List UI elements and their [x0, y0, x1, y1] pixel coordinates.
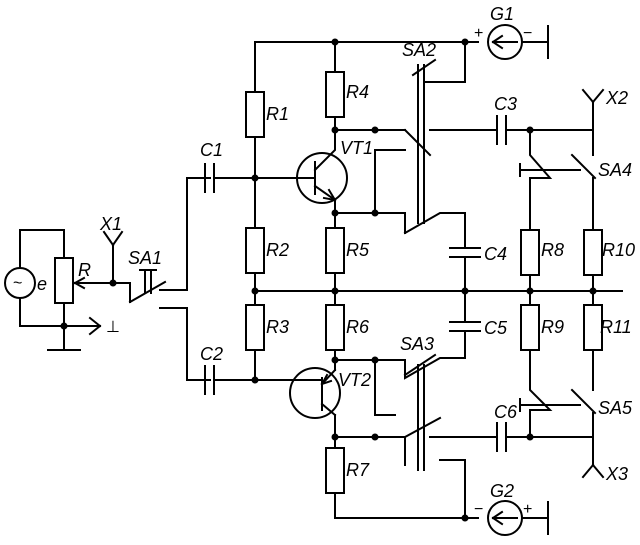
- c1-label: C1: [200, 140, 223, 160]
- ac-source-symbol: ~: [13, 275, 22, 292]
- switch-sa1: SA1: [128, 177, 211, 381]
- c6-label: C6: [494, 402, 518, 422]
- r6-label: R6: [346, 317, 370, 337]
- r10-label: R10: [602, 240, 635, 260]
- load-resistors-lower: R9 R11: [520, 290, 632, 351]
- top-rail: [254, 38, 479, 93]
- vt2-label: VT2: [338, 370, 371, 390]
- capacitor-c4: C4: [449, 241, 507, 292]
- sa3-label: SA3: [400, 334, 434, 354]
- capacitor-c1: C1: [200, 140, 256, 193]
- g2-minus: −: [474, 501, 483, 518]
- transistor-vt1: VT1: [254, 129, 373, 204]
- switch-sa4: SA4: [519, 129, 632, 231]
- middle-rail: [254, 287, 623, 295]
- r11-label: R11: [600, 317, 632, 337]
- battery-g2: G2 − +: [474, 481, 549, 536]
- bias-divider: R1 R2 R3: [245, 91, 289, 384]
- c2-label: C2: [200, 344, 223, 364]
- r-label: R: [78, 260, 91, 280]
- r3-label: R3: [266, 317, 289, 337]
- g2-label: G2: [490, 481, 514, 501]
- c5-label: C5: [484, 318, 508, 338]
- switch-sa5: SA5: [519, 349, 633, 438]
- switch-sa2: SA2: [334, 40, 498, 243]
- output-x2: X2: [581, 88, 628, 131]
- r7-label: R7: [346, 460, 370, 480]
- collector-emitter-chain: R4 R5 R6 R7: [325, 71, 479, 522]
- c3-label: C3: [494, 94, 517, 114]
- x3-label: X3: [605, 464, 628, 484]
- g2-plus: +: [523, 501, 532, 518]
- signal-source: ~ e R X1 ⊥: [4, 214, 131, 351]
- g1-label: G1: [490, 4, 514, 24]
- capacitor-c5: C5: [449, 290, 508, 341]
- g1-plus: +: [474, 25, 483, 42]
- sa5-label: SA5: [598, 398, 633, 418]
- r4-label: R4: [346, 82, 369, 102]
- sa1-label: SA1: [128, 248, 162, 268]
- ground-symbol: ⊥: [106, 319, 120, 336]
- x2-label: X2: [605, 88, 628, 108]
- capacitor-c3: C3: [494, 94, 594, 145]
- x1-label: X1: [99, 214, 122, 234]
- r9-label: R9: [541, 317, 564, 337]
- output-x3: X3: [581, 436, 628, 484]
- e-label: e: [37, 274, 47, 294]
- r1-label: R1: [266, 104, 289, 124]
- capacitor-c2: C2: [200, 344, 256, 395]
- r2-label: R2: [266, 240, 289, 260]
- load-resistors-upper: R8 R10: [520, 229, 635, 292]
- g1-minus: −: [523, 25, 532, 42]
- r5-label: R5: [346, 240, 370, 260]
- transistor-vt2: VT2: [254, 367, 371, 419]
- sa4-label: SA4: [598, 160, 632, 180]
- sa2-label: SA2: [402, 40, 436, 60]
- battery-g1: G1 + −: [474, 4, 549, 60]
- r8-label: R8: [541, 240, 564, 260]
- capacitor-c6: C6: [494, 402, 594, 452]
- vt1-label: VT1: [340, 138, 373, 158]
- c4-label: C4: [484, 244, 507, 264]
- switch-sa3: SA3: [334, 334, 498, 519]
